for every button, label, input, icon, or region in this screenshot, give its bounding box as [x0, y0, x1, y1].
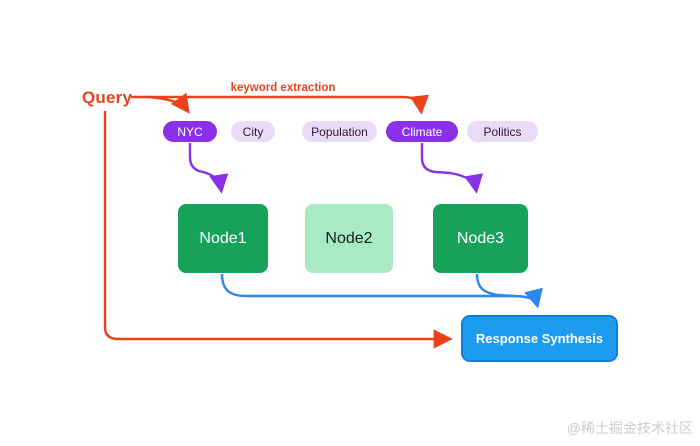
keyword-extraction-label: keyword extraction: [230, 82, 336, 94]
keyword-pill-city: City: [231, 121, 275, 142]
query-label: Query: [82, 88, 133, 107]
node3-box: Node3: [433, 204, 528, 273]
keyword-pill-climate: Climate: [386, 121, 458, 142]
edge-query-to-synthesis: [103, 111, 453, 349]
edge-node3-to-synthesis: [475, 273, 515, 298]
response-synthesis-box: Response Synthesis: [461, 315, 618, 362]
watermark-text: @稀土掘金技术社区: [566, 420, 693, 436]
keyword-pill-nyc: NYC: [163, 121, 217, 142]
node2-box: Node2: [305, 204, 393, 273]
edge-node1-to-synthesis: [220, 273, 543, 309]
edge-query-to-nyc: [148, 92, 190, 114]
keyword-pill-population: Population: [302, 121, 377, 142]
edge-nyc-to-node1: [188, 143, 229, 194]
node1-box: Node1: [178, 204, 268, 273]
edge-climate-to-node3: [420, 143, 484, 194]
keyword-pill-politics: Politics: [467, 121, 538, 142]
edge-query-to-climate: [131, 94, 429, 115]
